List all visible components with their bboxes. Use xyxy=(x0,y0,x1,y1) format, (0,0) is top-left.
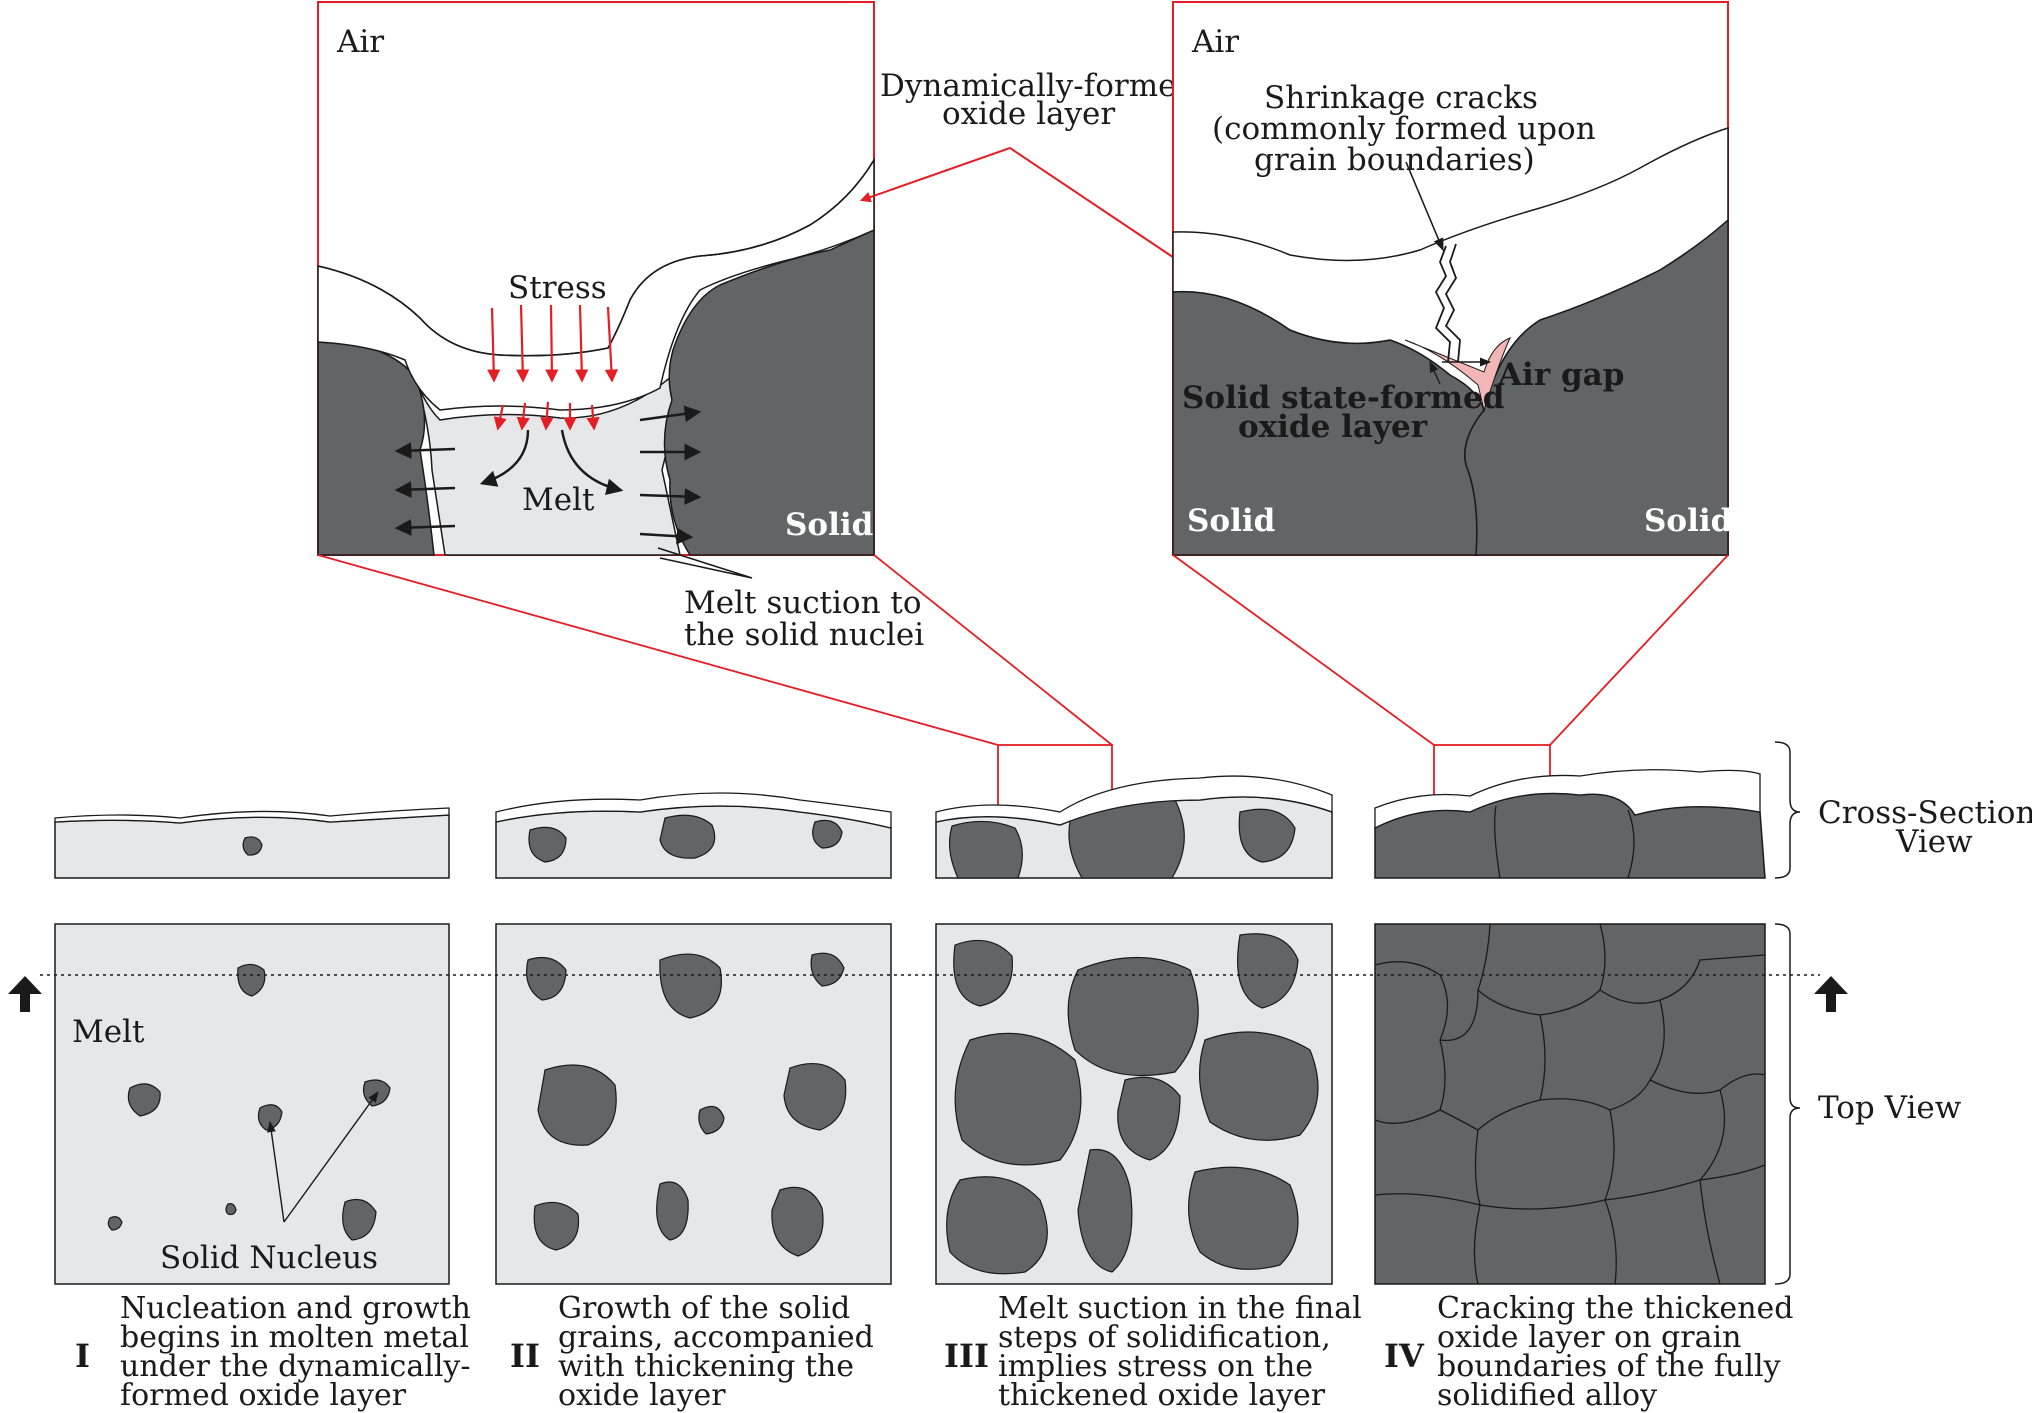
stage-caption-II: II Growth of the solid grains, accompani… xyxy=(510,1291,874,1413)
stage-caption-line: begins in molten metal xyxy=(120,1320,469,1355)
cross-section-label-line1: Cross-Sectional xyxy=(1818,795,2032,831)
top-view-III xyxy=(935,923,1333,1285)
cross-section-label-line2: View xyxy=(1895,824,1973,860)
stage-caption-line: thickened oxide layer xyxy=(998,1378,1326,1413)
stage-caption-line: boundaries of the fully xyxy=(1437,1349,1781,1384)
stage-caption-line: Cracking the thickened xyxy=(1437,1291,1793,1326)
top-view-brace xyxy=(1774,923,1801,1285)
stage-caption-line: formed oxide layer xyxy=(120,1378,407,1413)
cross-section-III xyxy=(935,775,1333,879)
stage-numeral: IV xyxy=(1384,1337,1425,1375)
oxide-layer-callout: Dynamically-formed oxide layer xyxy=(859,68,1196,267)
stage-caption-line: Melt suction in the final xyxy=(998,1291,1362,1326)
melt-suction-label-line2: the solid nuclei xyxy=(684,617,924,653)
zoom-left-air-label: Air xyxy=(336,24,384,60)
cross-section-II xyxy=(495,792,892,879)
stage-numeral: II xyxy=(510,1337,540,1375)
zoom-right-air-label: Air xyxy=(1191,24,1239,60)
stage-caption-I: I Nucleation and growth begins in molten… xyxy=(75,1291,471,1413)
stress-label: Stress xyxy=(508,270,607,306)
suction-arrows xyxy=(394,405,702,545)
zoom-right-panel: Air Shrinkage cracks (commonly formed up… xyxy=(1172,1,1732,556)
stage-caption-line: implies stress on the xyxy=(998,1349,1313,1384)
stage-caption-line: under the dynamically- xyxy=(120,1349,471,1384)
top-view-IV xyxy=(1374,923,1766,1285)
section-arrow-left xyxy=(8,976,42,1012)
stage-caption-line: Nucleation and growth xyxy=(120,1291,471,1326)
crack-label-line3: grain boundaries) xyxy=(1254,142,1535,178)
stage-numeral: I xyxy=(75,1337,90,1375)
thick-oxide-layer xyxy=(1172,126,1729,413)
section-arrow-right xyxy=(1814,976,1848,1012)
zoom-left-panel: Air Stress Melt Solid Melt suction to th… xyxy=(317,1,924,653)
stage-caption-line: with thickening the xyxy=(558,1349,854,1384)
zoom-right-solid-right-label: Solid xyxy=(1644,503,1732,539)
stage-numeral: III xyxy=(944,1337,989,1375)
melt-pool xyxy=(409,359,681,556)
solid-grain-left xyxy=(317,341,435,556)
stage-caption-III: III Melt suction in the final steps of s… xyxy=(944,1291,1362,1413)
stress-arrows xyxy=(487,304,619,431)
stage-caption-line: Growth of the solid xyxy=(558,1291,850,1326)
oxide-label-line2: oxide layer xyxy=(942,96,1115,132)
top-view-II xyxy=(495,923,892,1285)
stage-caption-line: solidified alloy xyxy=(1437,1378,1657,1413)
stage-caption-line: steps of solidification, xyxy=(998,1320,1331,1355)
solid-state-oxide-label-line1: Solid state-formed xyxy=(1182,380,1504,416)
zoom-left-solid-label: Solid xyxy=(785,507,873,543)
air-gap-label: Air gap xyxy=(1497,357,1624,393)
solid-state-oxide-label-line2: oxide layer xyxy=(1238,409,1428,445)
panel-one-melt-label: Melt xyxy=(72,1014,145,1050)
top-view-label: Top View xyxy=(1818,1090,1962,1126)
stage-caption-line: oxide layer xyxy=(558,1378,726,1413)
solid-nucleus-label: Solid Nucleus xyxy=(160,1240,378,1276)
cross-section-IV xyxy=(1374,769,1766,879)
stage-caption-line: oxide layer on grain xyxy=(1437,1320,1741,1355)
stage-caption-IV: IV Cracking the thickened oxide layer on… xyxy=(1384,1291,1793,1413)
crack-label-line1: Shrinkage cracks xyxy=(1264,80,1538,116)
stage-caption-line: grains, accompanied xyxy=(558,1320,874,1355)
cross-section-brace xyxy=(1774,741,1801,879)
melt-suction-label-line1: Melt suction to xyxy=(684,585,922,621)
cross-section-I xyxy=(54,807,450,879)
crack-label-line2: (commonly formed upon xyxy=(1212,111,1596,147)
zoom-right-solid-left-label: Solid xyxy=(1187,503,1275,539)
zoom-left-melt-label: Melt xyxy=(522,482,595,518)
shrinkage-crack xyxy=(1434,245,1451,363)
oxide-label-line1: Dynamically-formed xyxy=(880,68,1196,104)
top-view-I: Melt Solid Nucleus xyxy=(54,923,450,1285)
